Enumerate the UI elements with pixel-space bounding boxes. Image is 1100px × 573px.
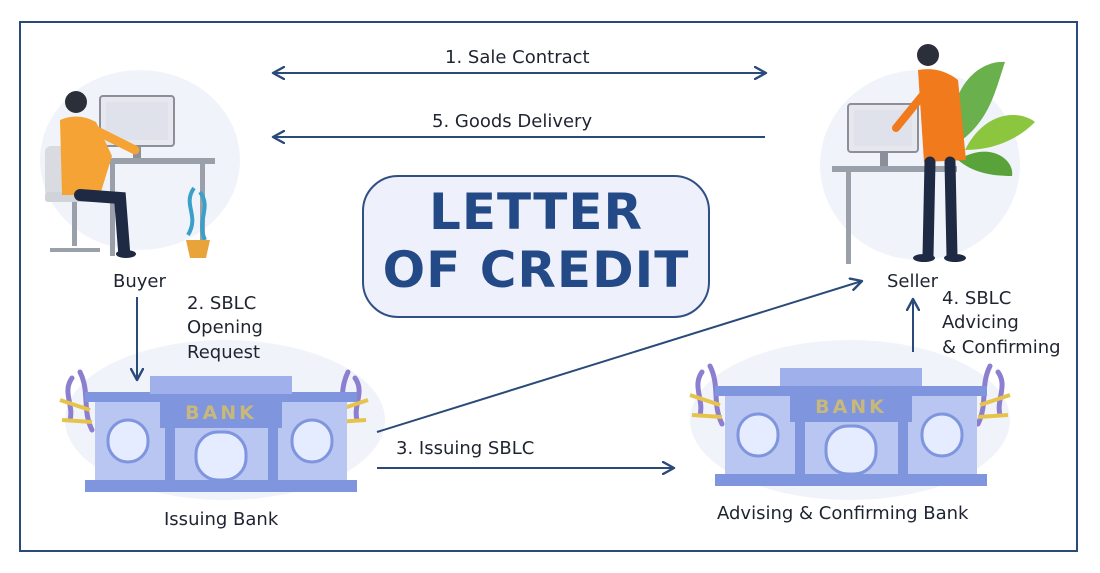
title-pill (362, 175, 710, 318)
buyer-label: Buyer (113, 271, 166, 292)
issuing-bank-label: Issuing Bank (164, 509, 279, 530)
diagram-frame (19, 21, 1078, 552)
seller-illustration (832, 44, 1035, 264)
issuing-bank-sign: BANK (185, 402, 257, 424)
step-sale-contract-label: 1. Sale Contract (445, 47, 590, 68)
issuing-bank-icon: BANK (59, 369, 369, 492)
issuing-to-seller-arrow (376, 281, 862, 433)
diagram-title: LETTER OF CREDIT (382, 183, 690, 299)
buyer-illustration (45, 91, 215, 258)
advising-bank-label: Advising & Confirming Bank (717, 503, 969, 524)
step-advising-label: 4. SBLC Advicing & Confirming (942, 288, 1061, 358)
step-issuing-sblc-label: 3. Issuing SBLC (396, 438, 535, 459)
step-goods-delivery-label: 5. Goods Delivery (432, 111, 593, 132)
advising-bank-sign: BANK (815, 396, 887, 418)
advising-bank-icon: BANK (689, 363, 1011, 486)
seller-label: Seller (887, 271, 938, 292)
step-sblc-request-label: 2. SBLC Opening Request (187, 293, 263, 363)
